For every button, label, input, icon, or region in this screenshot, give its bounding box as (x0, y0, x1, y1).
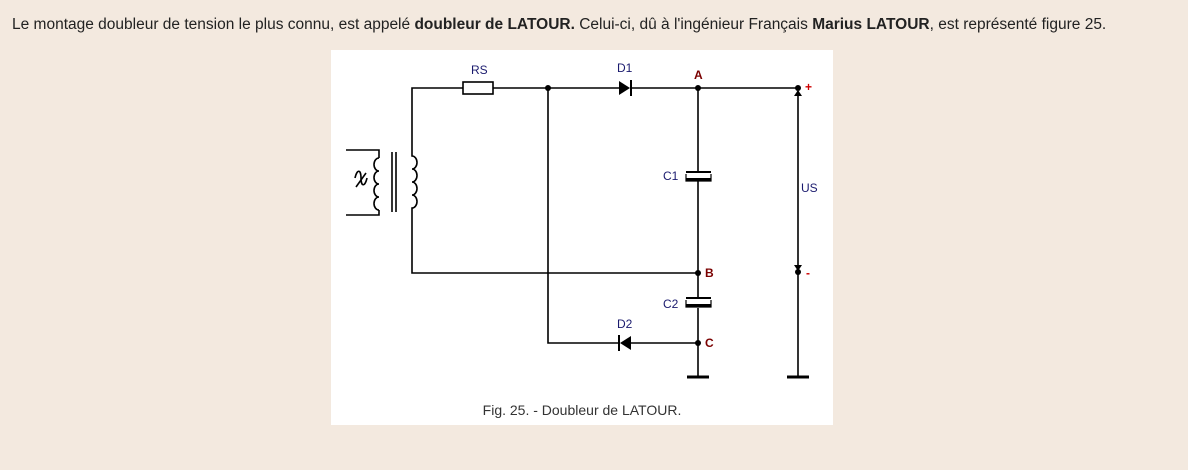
diode-d2 (618, 335, 631, 351)
intro-bold-2: Marius LATOUR (812, 16, 930, 33)
wire-secondary-to-b (411, 214, 698, 274)
junction-dot-a (695, 85, 701, 91)
terminal-sign-plus: + (805, 80, 812, 94)
node-label-a: A (694, 68, 703, 82)
node-label-c: C (705, 336, 714, 350)
capacitor-c2 (685, 297, 712, 308)
ac-source-arrow-icon (355, 172, 367, 188)
junction-dot-c (695, 340, 701, 346)
figure-25: RS D1 D2 C1 C2 US A B C + - Fig. 25. - D… (331, 50, 833, 425)
capacitor-c1 (685, 171, 712, 182)
label-us: US (801, 181, 818, 195)
label-rs: RS (471, 63, 488, 77)
us-arrow-up-icon (794, 90, 802, 96)
figure-caption: Fig. 25. - Doubleur de LATOUR. (482, 402, 682, 418)
transformer-primary-winding (346, 149, 380, 216)
label-c1: C1 (663, 169, 679, 183)
intro-paragraph: Le montage doubleur de tension le plus c… (12, 15, 1106, 35)
diode-d1 (619, 80, 632, 96)
intro-bold-1: doubleur de LATOUR. (414, 16, 575, 33)
intro-text-2: Celui-ci, dû à l'ingénieur Français (574, 16, 813, 33)
junction-dot-mid (545, 85, 551, 91)
node-label-b: B (705, 266, 714, 280)
ac-source-icon (354, 170, 368, 186)
terminal-dot-plus (795, 85, 801, 91)
transformer-secondary-winding (411, 148, 418, 214)
wire-mid-to-d2 (547, 88, 619, 344)
resistor-rs (462, 81, 494, 95)
label-d2: D2 (617, 317, 633, 331)
label-d1: D1 (617, 61, 633, 75)
us-arrow-down-icon (794, 265, 802, 271)
junction-dot-b (695, 270, 701, 276)
terminal-dot-minus (795, 269, 801, 275)
intro-text-3: , est représenté figure 25. (929, 16, 1107, 33)
intro-text-1: Le montage doubleur de tension le plus c… (12, 16, 415, 33)
circuit-diagram: RS D1 D2 C1 C2 US A B C + - (346, 61, 818, 379)
wire-top-left (411, 87, 463, 148)
transformer-core (391, 152, 397, 212)
label-c2: C2 (663, 297, 679, 311)
terminal-sign-minus: - (806, 266, 810, 280)
